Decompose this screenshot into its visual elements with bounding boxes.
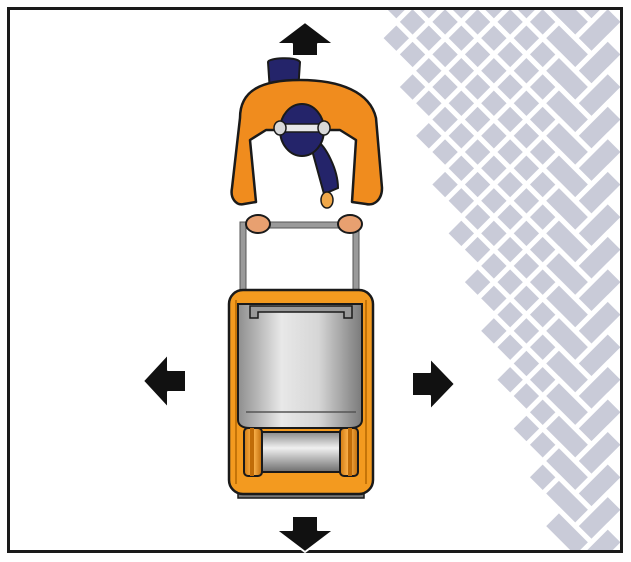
paver-brick — [543, 0, 592, 6]
paver-brick — [526, 0, 575, 6]
paver-brick — [429, 0, 478, 6]
paver-brick — [413, 0, 462, 6]
paver-brick — [571, 522, 620, 550]
paver-brick — [539, 506, 596, 550]
paver-brick — [478, 0, 527, 6]
plate-compactor — [227, 288, 375, 499]
diagram-frame — [7, 7, 623, 553]
operator-figure — [230, 57, 384, 234]
paver-brick — [510, 0, 559, 6]
paver-brick — [461, 0, 510, 6]
paver-brick — [380, 0, 429, 6]
arrow-left-icon — [142, 353, 187, 409]
paver-brick — [445, 0, 494, 6]
arrow-up-icon — [275, 21, 335, 57]
paver-brick — [559, 0, 608, 6]
paver-brick — [494, 0, 543, 6]
arrow-down-icon — [275, 515, 335, 553]
paver-brick — [396, 0, 445, 6]
arrow-right-icon — [411, 357, 456, 411]
